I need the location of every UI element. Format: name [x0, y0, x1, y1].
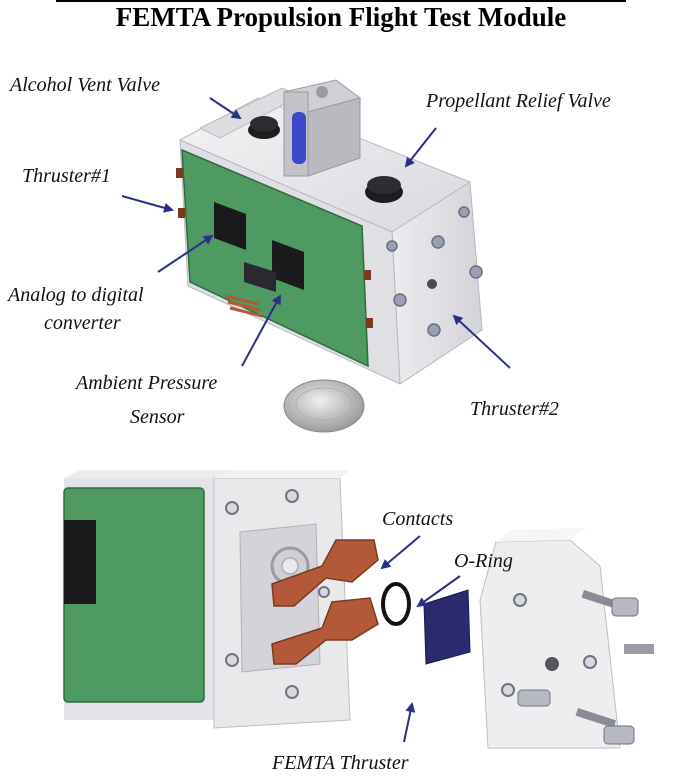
annotation-arrows-top — [121, 97, 511, 369]
label-alcohol-vent-valve: Alcohol Vent Valve — [10, 74, 160, 96]
label-thruster-1: Thruster#1 — [22, 165, 111, 187]
exploded-assembly — [63, 470, 654, 749]
label-adc-line2: converter — [44, 312, 121, 334]
top-rule — [56, 0, 626, 2]
thruster-2-holes — [386, 206, 483, 337]
pressure-sensor-closeup — [64, 520, 96, 604]
label-propellant-relief-valve: Propellant Relief Valve — [426, 90, 611, 112]
label-pressure-line1: Ambient Pressure — [76, 372, 218, 394]
arrow-o-ring — [416, 575, 461, 608]
figure-title: FEMTA Propulsion Flight Test Module — [115, 2, 567, 32]
arrow-contacts — [380, 535, 421, 570]
arrow-thruster-1 — [121, 195, 174, 213]
o-ring — [381, 582, 411, 626]
solenoid-coil — [292, 112, 306, 164]
label-femta-thruster: FEMTA Thruster — [272, 752, 409, 774]
edge-pin — [364, 270, 371, 280]
label-thruster-2: Thruster#2 — [470, 398, 559, 420]
label-adc-line1: Analog to digital — [8, 284, 144, 306]
upper-contact — [271, 539, 379, 607]
femta-chip — [423, 589, 471, 665]
arrow-thruster-2 — [452, 314, 511, 369]
label-contacts: Contacts — [382, 508, 454, 530]
annotation-arrows-bottom — [380, 535, 461, 743]
label-o-ring: O-Ring — [454, 550, 513, 572]
edge-pin — [176, 168, 183, 178]
cover-nozzle — [545, 657, 559, 671]
screws — [517, 590, 654, 745]
pressure-sensor — [272, 240, 304, 290]
arrow-propellant-relief — [404, 127, 437, 168]
arrow-femta-thruster — [403, 702, 416, 743]
arrow-alcohol-vent — [209, 97, 242, 120]
arrow-adc — [157, 234, 214, 273]
arrow-pressure-sensor — [241, 294, 281, 367]
lower-contact — [271, 597, 379, 665]
thruster-2-nozzle — [427, 279, 437, 289]
adc-chip — [214, 202, 246, 250]
module-assembly — [176, 79, 483, 433]
edge-pin — [366, 318, 373, 328]
label-pressure-line2: Sensor — [130, 406, 185, 428]
edge-pin — [178, 208, 185, 218]
